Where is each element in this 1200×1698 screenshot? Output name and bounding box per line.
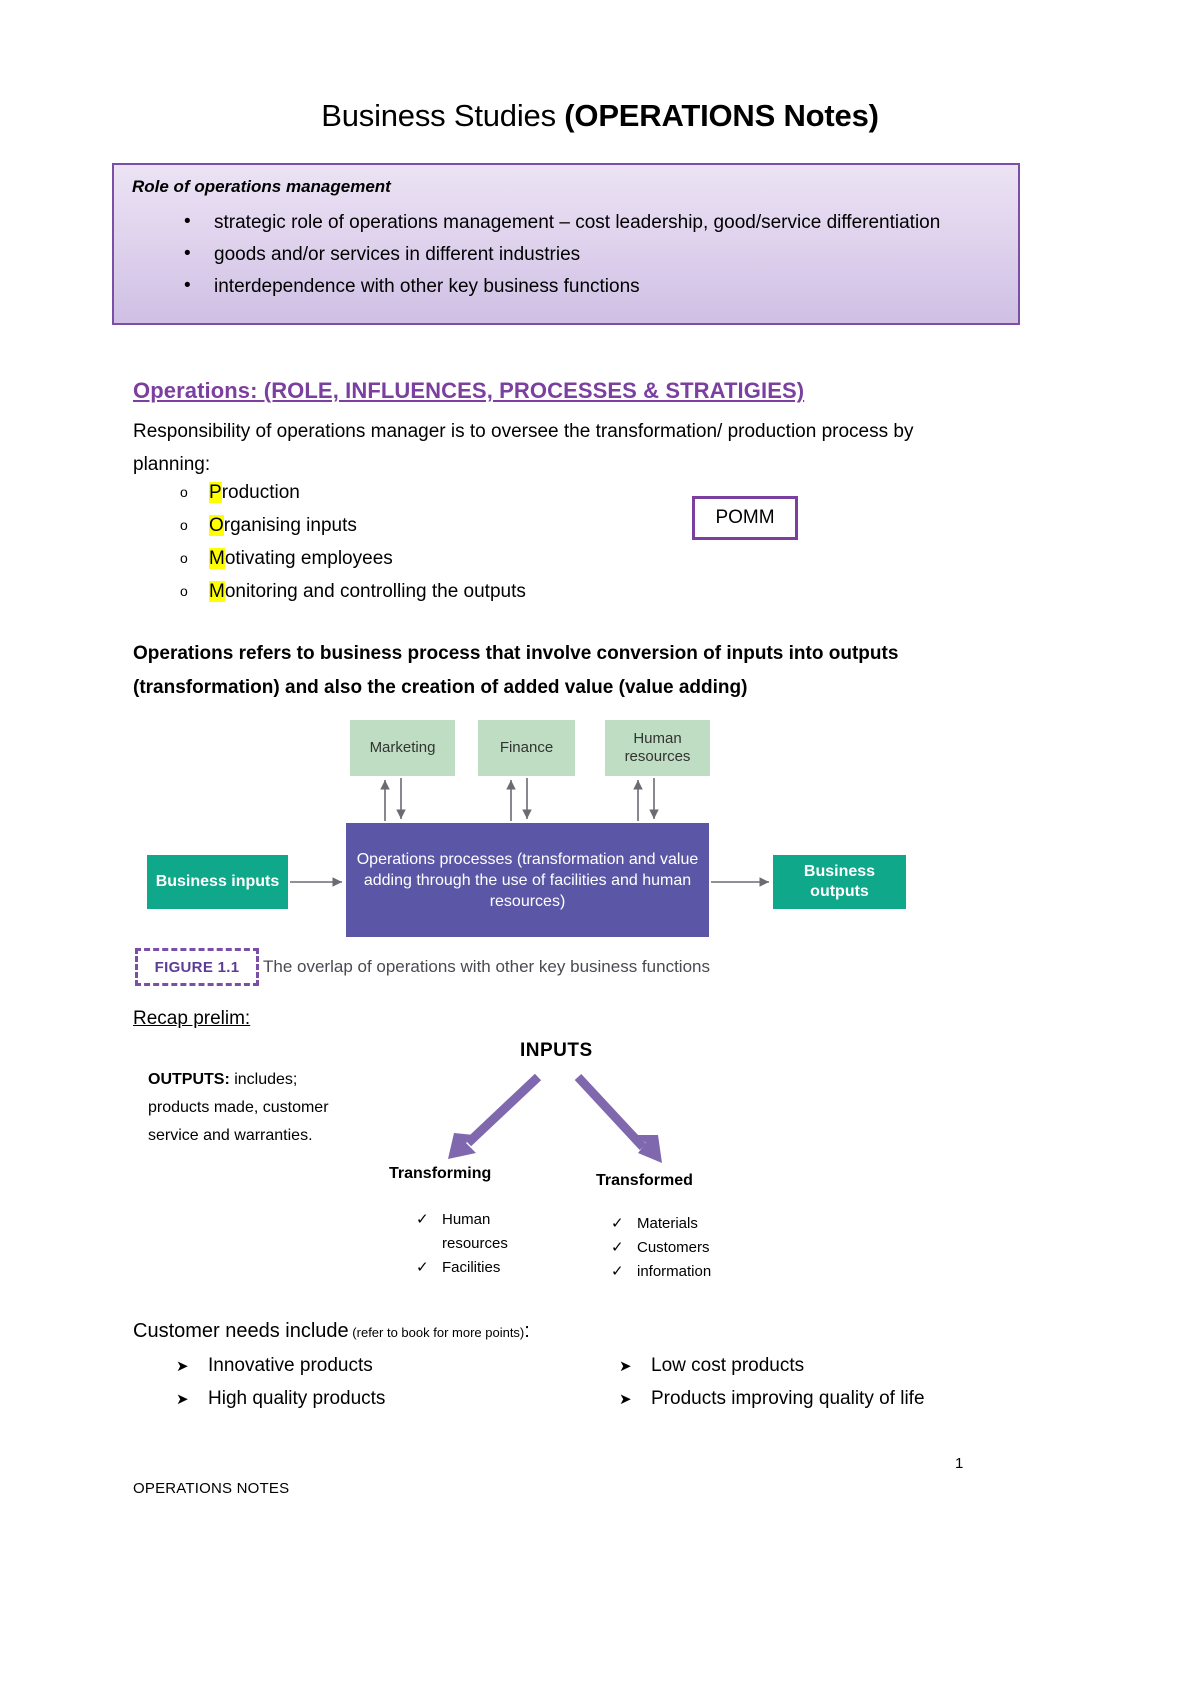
customer-needs-heading-colon: : bbox=[524, 1320, 530, 1342]
list-item: Materials bbox=[607, 1212, 711, 1236]
operations-intro-paragraph: Responsibility of operations manager is … bbox=[133, 421, 914, 475]
syllabus-heading: Role of operations management bbox=[132, 177, 391, 196]
list-item-continuation: resources bbox=[442, 1235, 508, 1252]
branch-label-transforming: Transforming bbox=[389, 1165, 492, 1182]
list-item-rest: rganising inputs bbox=[223, 515, 357, 536]
list-item: High quality products bbox=[172, 1382, 385, 1416]
inputs-branch-arrows bbox=[448, 1073, 662, 1163]
list-item: Products improving quality of life bbox=[615, 1382, 925, 1416]
figure-1-1-connectors bbox=[290, 778, 769, 887]
page-number: 1 bbox=[955, 1455, 964, 1472]
list-item: interdependence with other key business … bbox=[172, 270, 1012, 303]
syllabus-bullet-list: strategic role of operations management … bbox=[172, 206, 1012, 303]
figure-tag: FIGURE 1.1 bbox=[135, 948, 259, 986]
inputs-label: INPUTS bbox=[520, 1040, 593, 1061]
customer-needs-right-list: Low cost products Products improving qua… bbox=[615, 1349, 925, 1416]
function-box-marketing: Marketing bbox=[350, 720, 455, 776]
list-item: Monitoring and controlling the outputs bbox=[172, 575, 526, 608]
list-item: Human bbox=[412, 1208, 508, 1232]
list-item: Low cost products bbox=[615, 1349, 925, 1383]
list-item: Innovative products bbox=[172, 1349, 385, 1383]
customer-needs-heading-main: Customer needs include bbox=[133, 1320, 349, 1342]
highlighted-initial: M bbox=[209, 581, 225, 602]
outputs-label: OUTPUTS: bbox=[148, 1071, 230, 1088]
operations-definition-paragraph: Operations refers to business process th… bbox=[133, 643, 899, 698]
list-item: Production bbox=[172, 476, 526, 509]
function-box-finance: Finance bbox=[478, 720, 575, 776]
branch-label-transformed: Transformed bbox=[596, 1172, 693, 1189]
page-title: Business Studies (OPERATIONS Notes) bbox=[0, 98, 1200, 134]
operations-processes-box: Operations processes (transformation and… bbox=[346, 823, 709, 937]
outputs-description: OUTPUTS: includes; products made, custom… bbox=[148, 1066, 358, 1150]
pomm-callout-box: POMM bbox=[692, 496, 798, 540]
customer-needs-left-list: Innovative products High quality product… bbox=[172, 1349, 385, 1416]
list-item: Customers bbox=[607, 1236, 711, 1260]
inputs-branch-diagram: INPUTS Transforming Transformed bbox=[380, 1035, 800, 1305]
transforming-inputs-list: Human resources Facilities bbox=[412, 1208, 508, 1280]
highlighted-initial: O bbox=[209, 515, 224, 536]
pomm-list: Production Organising inputs Motivating … bbox=[172, 476, 526, 608]
list-item-rest: roduction bbox=[221, 482, 300, 503]
syllabus-box: Role of operations management strategic … bbox=[112, 163, 1020, 325]
business-inputs-box: Business inputs bbox=[147, 855, 288, 909]
list-item-rest: otivating employees bbox=[224, 548, 393, 569]
transformed-inputs-list: Materials Customers information bbox=[607, 1212, 711, 1284]
list-item: Organising inputs bbox=[172, 509, 526, 542]
operations-section-heading: Operations: (ROLE, INFLUENCES, PROCESSES… bbox=[133, 378, 805, 403]
list-item-rest: onitoring and controlling the outputs bbox=[224, 581, 526, 602]
list-item: information bbox=[607, 1260, 711, 1284]
customer-needs-heading: Customer needs include (refer to book fo… bbox=[133, 1320, 530, 1343]
figure-caption: FIGURE 1.1 The overlap of operations wit… bbox=[135, 948, 895, 990]
highlighted-initial: M bbox=[209, 548, 225, 569]
figure-caption-text: The overlap of operations with other key… bbox=[263, 957, 710, 976]
list-item: strategic role of operations management … bbox=[172, 206, 1012, 239]
page-title-plain: Business Studies bbox=[321, 98, 565, 133]
outputs-text: includes; products made, customer servic… bbox=[148, 1071, 329, 1144]
business-outputs-box: Business outputs bbox=[773, 855, 906, 909]
highlighted-initial: P bbox=[209, 482, 222, 503]
list-item: Facilities bbox=[412, 1256, 508, 1280]
recap-heading: Recap prelim: bbox=[133, 1008, 251, 1029]
function-box-human-resources: Human resources bbox=[605, 720, 710, 776]
list-item: goods and/or services in different indus… bbox=[172, 238, 1012, 271]
page-title-bold: (OPERATIONS Notes) bbox=[564, 98, 879, 133]
figure-1-1-diagram: Marketing Finance Human resources Operat… bbox=[133, 718, 1013, 948]
customer-needs-heading-note: (refer to book for more points) bbox=[348, 1325, 525, 1340]
list-item: Motivating employees bbox=[172, 542, 526, 575]
footer-text: OPERATIONS NOTES bbox=[133, 1480, 290, 1497]
